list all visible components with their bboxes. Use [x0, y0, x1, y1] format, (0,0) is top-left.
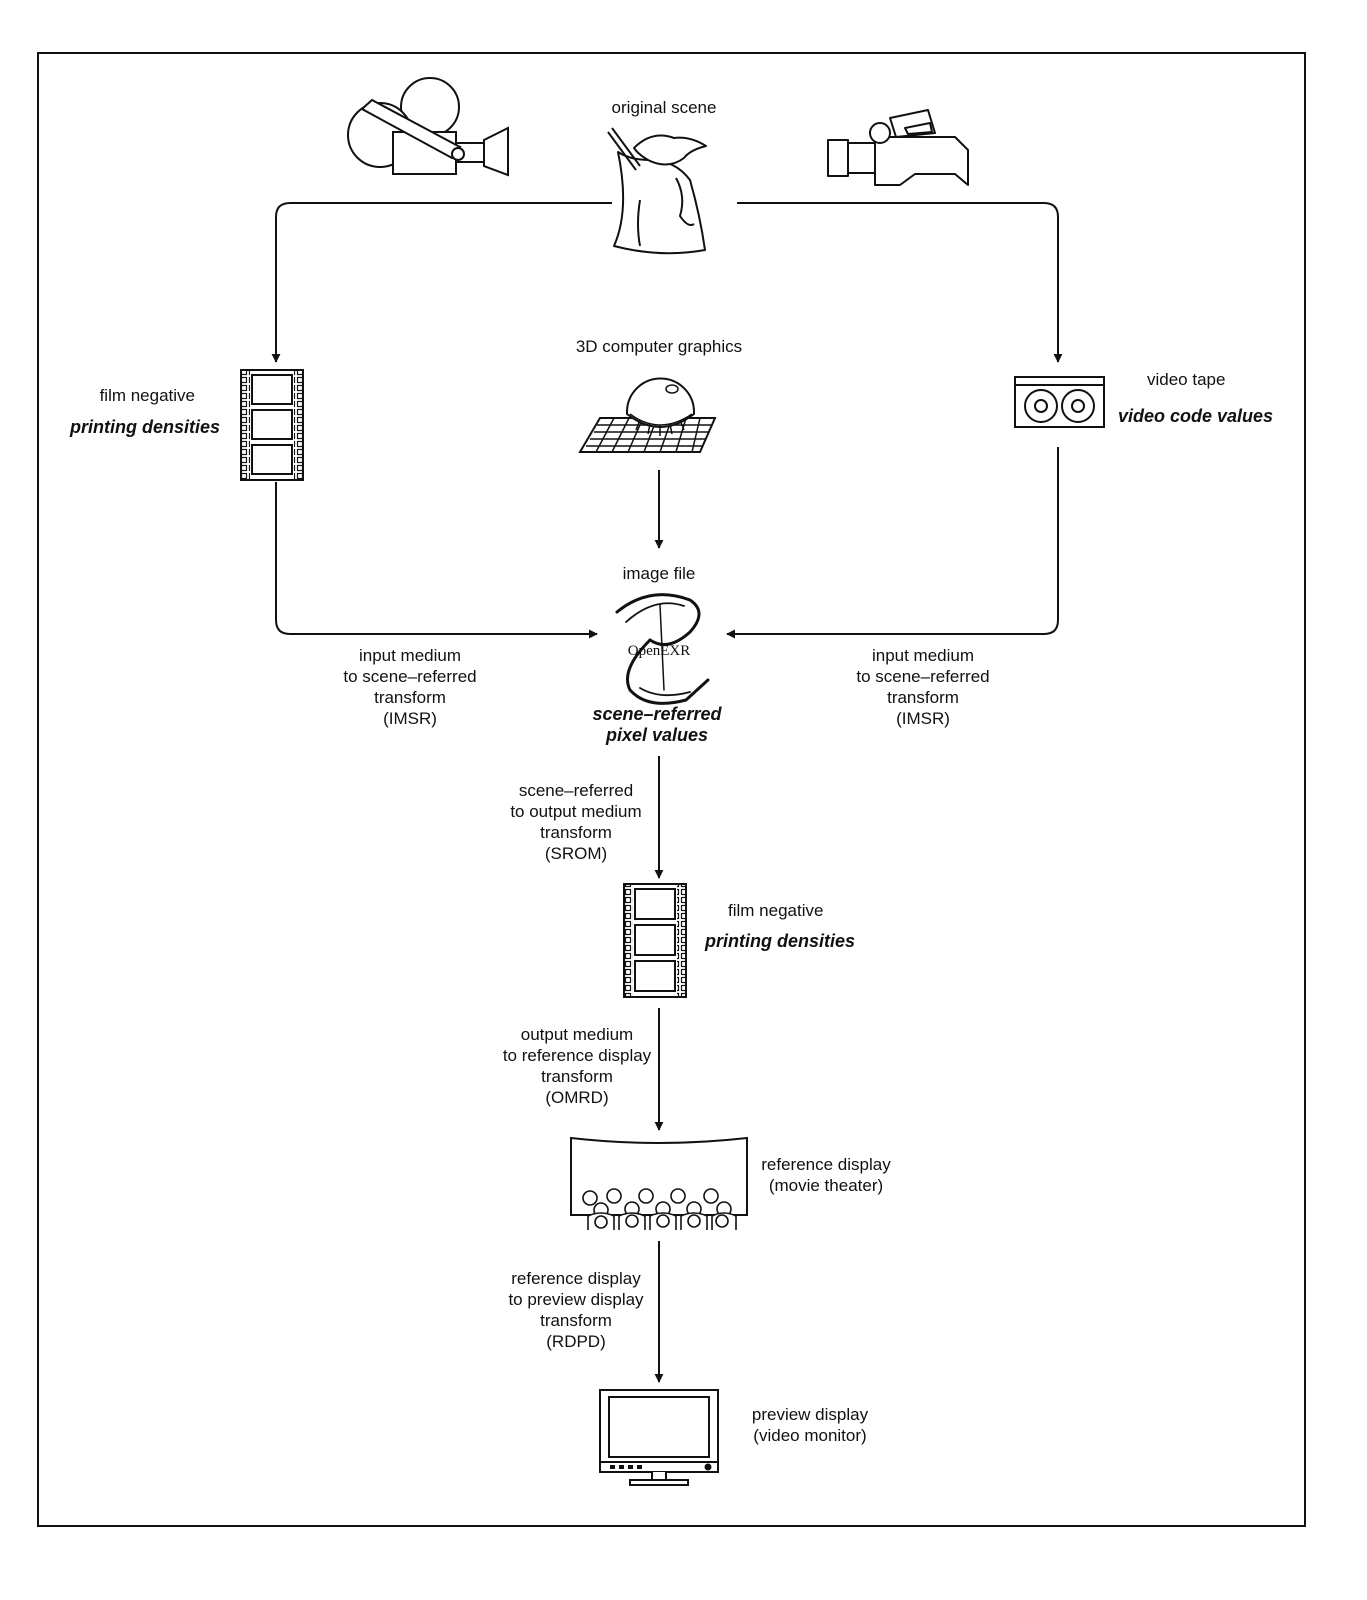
preview-display-label: preview display (video monitor) [751, 1405, 869, 1445]
film-negative-out-value: printing densities [705, 931, 856, 951]
imsr-left-label: input medium to scene–referred transform… [343, 646, 477, 728]
film-negative-in-value: printing densities [69, 417, 220, 437]
film-strip-icon [240, 369, 304, 481]
arrow-scene-to-tape [737, 202, 1063, 363]
image-file-label: image file [622, 564, 696, 583]
image-file-value: scene–referred pixel values [592, 704, 722, 745]
arrow-tape-to-exr [726, 447, 1059, 639]
omrd-label: output medium to reference display trans… [502, 1025, 652, 1107]
film-negative-out-label: film negative [728, 901, 824, 920]
yoda-figure-icon [607, 127, 707, 255]
cg-label: 3D computer graphics [575, 337, 743, 356]
movie-theater-icon [570, 1136, 748, 1230]
cg-sphere-grid-icon [578, 377, 717, 453]
arrow-film-to-exr [275, 482, 598, 639]
original-scene-label: original scene [611, 98, 717, 117]
diagram-frame [37, 52, 1306, 1527]
srom-label: scene–referred to output medium transfor… [510, 781, 642, 863]
film-negative-in-label: film negative [99, 386, 195, 405]
video-tape-label: video tape [1147, 370, 1226, 389]
imsr-right-label: input medium to scene–referred transform… [856, 646, 990, 728]
reference-display-label: reference display (movie theater) [761, 1155, 891, 1195]
film-strip-icon [623, 883, 687, 998]
video-tape-value: video code values [1118, 406, 1274, 426]
video-tape-icon [1014, 376, 1105, 428]
openexr-logo-icon [615, 593, 710, 705]
rdpd-label: reference display to preview display tra… [508, 1269, 644, 1351]
film-camera-icon [347, 77, 509, 177]
openexr-logo-text: OpenEXR [628, 643, 691, 659]
arrow-scene-to-film [271, 202, 612, 363]
video-monitor-icon [599, 1389, 719, 1486]
video-camera-icon [827, 109, 969, 186]
